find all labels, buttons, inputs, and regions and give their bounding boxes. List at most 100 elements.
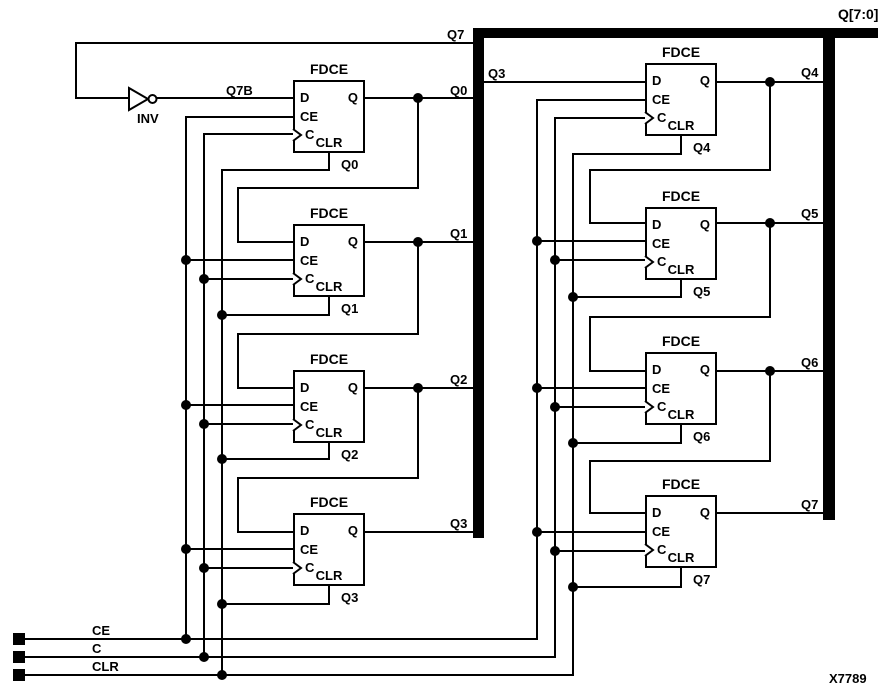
input-label-c: C xyxy=(92,641,102,656)
component-type-label: FDCE xyxy=(309,61,349,77)
wire xyxy=(536,531,645,533)
wire xyxy=(328,442,330,460)
c-input-pad xyxy=(13,651,25,663)
signal-label-q3: Q3 xyxy=(450,516,468,531)
wire xyxy=(554,406,645,408)
wire xyxy=(417,241,419,335)
wire xyxy=(237,333,419,335)
wire xyxy=(76,97,130,99)
pin-c-label: C xyxy=(657,542,667,557)
instance-label: Q6 xyxy=(693,429,711,444)
wire xyxy=(680,424,682,444)
pin-c-label: C xyxy=(657,399,667,414)
wire xyxy=(554,550,645,552)
wire xyxy=(589,460,771,462)
pin-ce-label: CE xyxy=(652,381,671,396)
inverter-icon xyxy=(128,86,158,112)
junction-dot xyxy=(413,383,423,393)
wire xyxy=(536,99,645,101)
pin-ce-label: CE xyxy=(300,253,319,268)
wire xyxy=(185,116,295,118)
wire xyxy=(237,187,239,243)
instance-label: Q2 xyxy=(341,447,359,462)
q-bus-vertical-right xyxy=(823,28,835,520)
pin-ce-label: CE xyxy=(652,524,671,539)
wire xyxy=(769,222,771,318)
c-rail-right xyxy=(554,117,556,658)
q-bus-horizontal xyxy=(473,28,878,38)
ce-rail-left xyxy=(185,116,187,640)
fdce-q4: FDCE D CE C CLR Q Q4 xyxy=(644,44,717,155)
figure-number: X7789 xyxy=(829,671,867,686)
wire xyxy=(237,241,295,243)
wire xyxy=(536,240,645,242)
junction-dot xyxy=(550,402,560,412)
pin-clr-label: CLR xyxy=(315,279,343,294)
signal-label-q2: Q2 xyxy=(450,372,468,387)
wire xyxy=(221,603,330,605)
pin-c-label: C xyxy=(657,110,667,125)
wire xyxy=(221,458,330,460)
instance-label: Q7 xyxy=(693,572,711,587)
pin-q-label: Q xyxy=(699,73,710,88)
wire xyxy=(680,567,682,588)
wire xyxy=(237,531,295,533)
wire xyxy=(572,586,682,588)
instance-label: Q0 xyxy=(341,157,359,172)
pin-ce-label: CE xyxy=(300,542,319,557)
junction-dot xyxy=(181,634,191,644)
fdce-q3: FDCE D CE C CLR Q Q3 xyxy=(292,494,365,605)
component-type-label: FDCE xyxy=(661,188,701,204)
input-label-clr: CLR xyxy=(92,659,119,674)
wire xyxy=(365,531,478,533)
clock-chevron-icon xyxy=(292,417,304,433)
ce-rail-right xyxy=(536,99,538,640)
wire xyxy=(479,81,645,83)
pin-q-label: Q xyxy=(699,362,710,377)
clock-chevron-icon xyxy=(644,254,656,270)
junction-dot xyxy=(217,454,227,464)
clr-rail-left xyxy=(221,169,223,676)
wire xyxy=(156,97,294,99)
clock-chevron-icon xyxy=(644,542,656,558)
pin-q-label: Q xyxy=(699,217,710,232)
wire xyxy=(589,169,591,224)
pin-c-label: C xyxy=(305,271,315,286)
junction-dot xyxy=(532,527,542,537)
pin-c-label: C xyxy=(305,417,315,432)
clr-rail-right xyxy=(572,153,574,676)
junction-dot xyxy=(568,438,578,448)
pin-c-label: C xyxy=(305,127,315,142)
component-body xyxy=(293,80,365,153)
junction-dot xyxy=(181,255,191,265)
component-body xyxy=(645,207,717,280)
pin-clr-label: CLR xyxy=(315,425,343,440)
pin-clr-label: CLR xyxy=(667,262,695,277)
fdce-q5: FDCE D CE C CLR Q Q5 xyxy=(644,188,717,299)
pin-clr-label: CLR xyxy=(315,568,343,583)
junction-dot xyxy=(413,237,423,247)
component-type-label: FDCE xyxy=(309,351,349,367)
fdce-q1: FDCE D CE C CLR Q Q1 xyxy=(292,205,365,316)
q-bus-vertical-left xyxy=(473,28,484,538)
wire xyxy=(417,387,419,479)
component-body xyxy=(645,352,717,425)
wire xyxy=(536,387,645,389)
signal-label-q4: Q4 xyxy=(801,65,819,80)
wire xyxy=(769,370,771,462)
fdce-q7: FDCE D CE C CLR Q Q7 xyxy=(644,476,717,587)
junction-dot xyxy=(199,419,209,429)
wire xyxy=(680,135,682,155)
wire xyxy=(76,42,478,44)
junction-dot xyxy=(765,366,775,376)
pin-d-label: D xyxy=(652,217,662,232)
signal-label-q5: Q5 xyxy=(801,206,819,221)
instance-label: Q4 xyxy=(693,140,711,155)
signal-label-q7b: Q7B xyxy=(226,83,253,98)
junction-dot xyxy=(568,582,578,592)
wire xyxy=(589,169,771,171)
pin-d-label: D xyxy=(300,234,310,249)
wire xyxy=(572,442,682,444)
pin-q-label: Q xyxy=(699,505,710,520)
